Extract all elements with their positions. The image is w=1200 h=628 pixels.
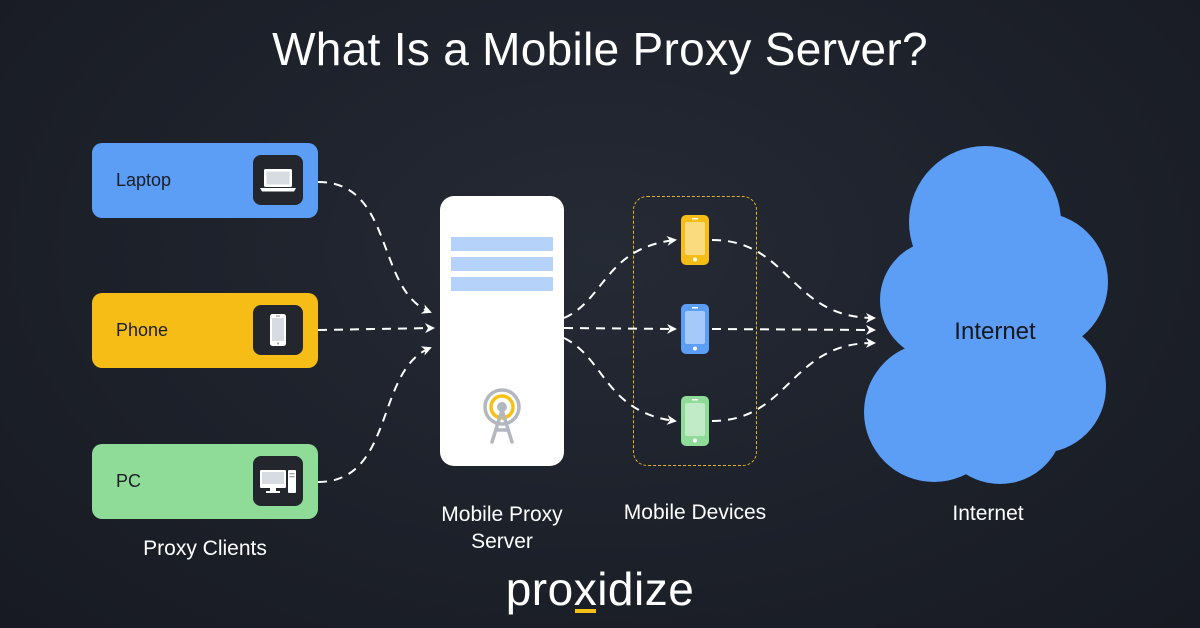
arrow-device-2-to-internet — [711, 324, 876, 335]
logo-text-x: x — [573, 563, 598, 615]
smartphone-icon — [681, 396, 709, 446]
mobile-proxy-server — [440, 196, 564, 466]
arrow-pc-to-server — [317, 346, 432, 483]
server-caption-line-1: Mobile Proxy — [441, 503, 563, 526]
logo-text-start: pro — [505, 563, 574, 615]
arrow-server-to-device-1 — [563, 235, 677, 319]
server-rack-bar — [451, 257, 553, 271]
client-phone-label: Phone — [116, 320, 169, 340]
arrow-server-to-device-3 — [563, 337, 677, 425]
server-rack-bar — [451, 277, 553, 291]
internet-cloud-label: Internet — [954, 318, 1036, 345]
server-caption-line-2: Server — [471, 530, 533, 553]
page-title: What Is a Mobile Proxy Server? — [272, 23, 928, 75]
proxidize-logo: proxidize — [0, 562, 1200, 616]
mobile-devices-group — [633, 196, 757, 466]
phone-icon — [253, 305, 303, 355]
arrow-server-to-device-2 — [563, 323, 677, 334]
proxy-clients-caption: Proxy Clients — [143, 537, 267, 560]
server-caption: Mobile Proxy Server — [422, 501, 582, 555]
client-pc-label: PC — [116, 471, 142, 491]
arrow-device-3-to-internet — [711, 337, 876, 422]
internet-caption: Internet — [952, 502, 1024, 525]
smartphone-icon — [681, 304, 709, 354]
client-laptop-label: Laptop — [116, 170, 172, 190]
server-rack-bar — [451, 237, 553, 251]
laptop-icon — [253, 155, 303, 205]
mobile-devices-caption: Mobile Devices — [623, 501, 767, 524]
arrow-laptop-to-server — [317, 181, 432, 314]
client-pc-card: PC — [92, 444, 318, 519]
desktop-computer-icon — [253, 456, 303, 506]
arrow-device-1-to-internet — [711, 239, 876, 323]
client-phone-card: Phone — [92, 293, 318, 368]
smartphone-icon — [681, 215, 709, 265]
client-laptop-card: Laptop — [92, 143, 318, 218]
arrow-phone-to-server — [317, 323, 435, 334]
logo-text-end: idize — [597, 563, 695, 615]
antenna-tower-icon — [483, 388, 521, 444]
